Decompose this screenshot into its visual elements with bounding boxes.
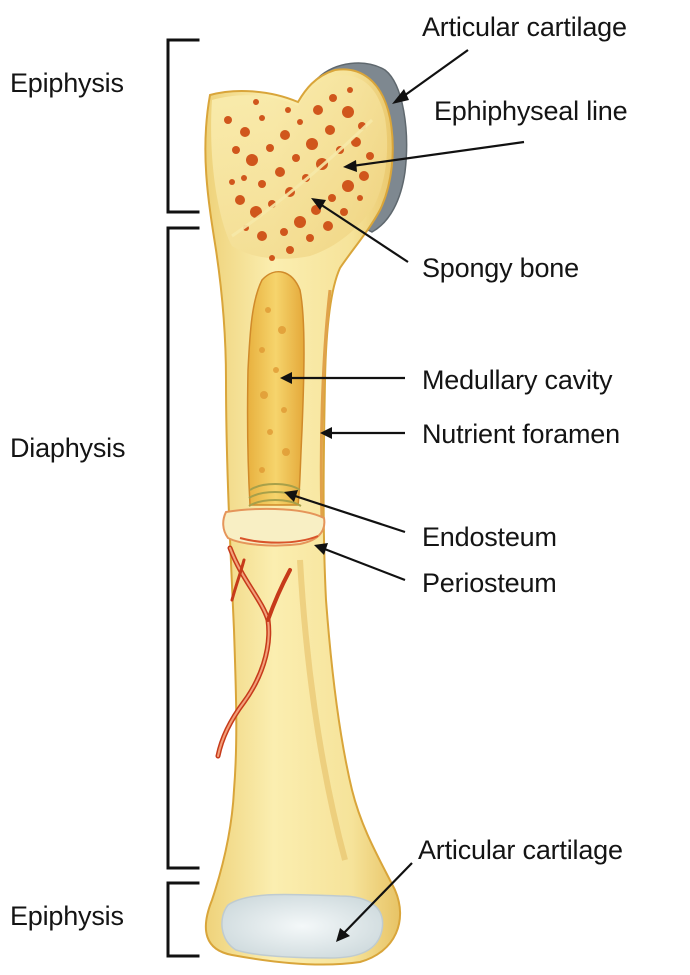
bracket-diaphysis <box>168 228 198 868</box>
region-brackets <box>168 40 198 956</box>
label-nutrient-foramen: Nutrient foramen <box>422 421 620 448</box>
label-periosteum: Periosteum <box>422 570 557 597</box>
label-medullary-cavity: Medullary cavity <box>422 367 612 394</box>
label-articular-cartilage-top: Articular cartilage <box>422 14 627 41</box>
bracket-epiphysis-bottom <box>168 883 198 956</box>
leader-articular-cartilage-top <box>401 50 468 98</box>
label-epiphysis-bottom: Epiphysis <box>10 903 124 930</box>
label-epiphysis-top: Epiphysis <box>10 70 124 97</box>
medullary-cavity-shape <box>248 272 304 505</box>
bracket-epiphysis-top <box>168 40 198 212</box>
label-endosteum: Endosteum <box>422 524 557 551</box>
label-epiphyseal-line: Ephiphyseal line <box>434 98 627 125</box>
leader-periosteum <box>322 548 405 580</box>
label-diaphysis: Diaphysis <box>10 435 125 462</box>
articular-cartilage-bottom-shape <box>222 894 383 958</box>
periosteum-shape <box>223 509 324 546</box>
label-articular-cartilage-bottom: Articular cartilage <box>418 837 623 864</box>
label-spongy-bone: Spongy bone <box>422 255 579 282</box>
